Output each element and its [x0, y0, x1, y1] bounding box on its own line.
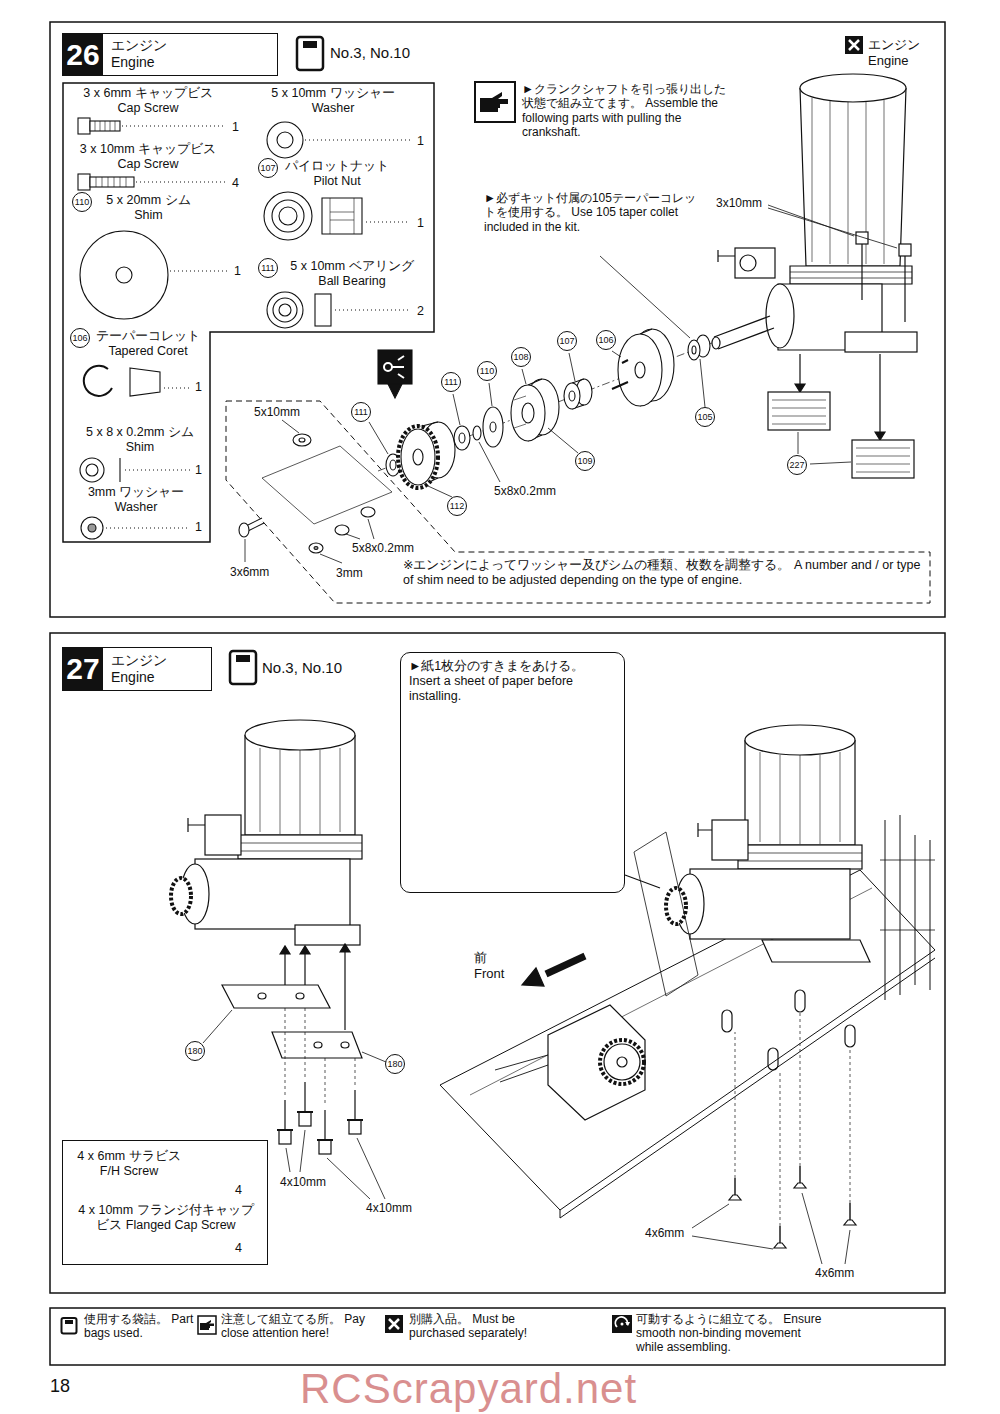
part-text: ※エンジンによってワッシャー及びシムの種類、枚数を調整する。 A number …: [403, 558, 923, 588]
part-text: 3 x 10mm キャップビス Cap Screw: [78, 142, 218, 172]
attention-note: ►必ずキット付属の105テーパーコレットを使用する。 Use 105 taper…: [484, 191, 702, 234]
quantity: 2: [415, 304, 426, 319]
callout-number: 107: [557, 331, 577, 351]
part-text: テーパーコレット Tapered Coret: [94, 329, 202, 359]
callout-number: 106: [70, 328, 90, 348]
dimension: 4x10mm: [366, 1201, 412, 1215]
part-text: 5 x 10mm ワッシャー Washer: [258, 86, 408, 116]
part-text: 5 x 8 x 0.2mm シム Shim: [76, 425, 204, 455]
quantity: 1: [193, 463, 204, 478]
quantity: 1: [232, 264, 243, 279]
bag-number: No.3, No.10: [330, 44, 410, 62]
part-text: 3mm ワッシャー Washer: [76, 485, 196, 515]
callout-number: 112: [447, 496, 467, 516]
movement-icon: [612, 1315, 632, 1333]
callout-number: 180: [385, 1054, 405, 1074]
quantity: 1: [193, 520, 204, 535]
part-text: 4 x 6mm サラビス F/H Screw: [73, 1149, 185, 1179]
quantity: 4: [230, 176, 241, 191]
legend-text: 注意して組立てる所。 Pay close attention here!: [221, 1313, 381, 1341]
part-text: ►紙1枚分のすきまをあける。 Insert a sheet of paper b…: [409, 659, 617, 704]
callout-number: 227: [787, 455, 807, 475]
legend-text: 使用する袋詰。 Part bags used.: [84, 1313, 194, 1341]
attention-icon: [475, 82, 515, 122]
parts-list: 4 x 6mm サラビス F/H Screw 4 4 x 10mm フランジ付キャッ…: [62, 1140, 268, 1265]
callout-number: 111: [441, 372, 461, 392]
callout-number: 107: [258, 158, 278, 178]
watermark: RCScrapyard.net: [300, 1368, 637, 1410]
legend-text: 可動するように組立てる。 Ensure smooth non-binding m…: [636, 1313, 826, 1354]
legend-symbol: [612, 1315, 632, 1337]
frame: [50, 22, 945, 1365]
dimension: 3x10mm: [716, 196, 762, 210]
callout-number: 110: [72, 192, 92, 212]
bag-number: No.3, No.10: [262, 659, 342, 677]
attention-note: ►クランクシャフトを引っ張り出した状態で組み立てます。 Assemble the…: [522, 82, 732, 140]
part-text: 3 x 6mm キャップビス Cap Screw: [78, 86, 218, 116]
callout-number: 109: [575, 451, 595, 471]
dimension: 4x10mm: [280, 1175, 326, 1189]
callout-box: ►紙1枚分のすきまをあける。 Insert a sheet of paper b…: [400, 652, 625, 893]
callout-number: 180: [185, 1041, 205, 1061]
engine-drawing: [712, 74, 917, 478]
dimension: 4x6mm: [645, 1226, 684, 1240]
step-number: 26: [63, 34, 103, 75]
callout-number: 111: [351, 402, 371, 422]
legend-symbol: [385, 1315, 403, 1337]
step-number: 27: [63, 648, 103, 690]
dimension: 5x8x0.2mm: [494, 484, 556, 498]
part-text: パイロットナット Pilot Nut: [282, 159, 392, 189]
legend-text: 別購入品。 Must be purchased separately!: [409, 1313, 559, 1341]
quantity: 1: [415, 134, 426, 149]
dimension: 4x6mm: [815, 1266, 854, 1280]
callout-number: 110: [477, 361, 497, 381]
callout-number: 108: [511, 347, 531, 367]
direction-label: 前 Front: [474, 950, 514, 981]
legend-symbol: [197, 1315, 217, 1339]
part-text: エンジン Engine: [111, 37, 186, 71]
quantity: 4: [233, 1183, 244, 1198]
quantity: 1: [415, 216, 426, 231]
purchase-icon: [385, 1315, 403, 1333]
outline-path: [63, 83, 434, 542]
callout-number: 105: [695, 407, 715, 427]
step-header: 26エンジン Engine: [62, 33, 278, 76]
dimension: 5x8x0.2mm: [352, 541, 414, 555]
dimension: 3x6mm: [230, 565, 269, 579]
outline-path: [226, 401, 930, 603]
legend-symbol: [60, 1315, 78, 1339]
bag-icon: [60, 1315, 78, 1335]
callout-number: 106: [596, 330, 616, 350]
parts-list: 3 x 6mm キャップビス Cap Screw 1 3 x 10mm キャップビス…: [62, 82, 435, 543]
adjustment-note-region: ※エンジンによってワッシャー及びシムの種類、枚数を調整する。 A number …: [225, 400, 932, 605]
attention-icon: [197, 1315, 217, 1335]
exploded-parts: [239, 256, 712, 563]
callout-number: 111: [258, 258, 278, 278]
part-text: 4 x 10mm フランジ付キャップビス Flanged Cap Screw: [73, 1203, 259, 1233]
dimension: 3mm: [336, 566, 363, 580]
purchase-note: エンジン Engine: [868, 37, 930, 68]
quantity: 1: [230, 120, 241, 135]
quantity: 1: [193, 380, 204, 395]
page-number: 18: [50, 1376, 70, 1398]
step-header: 27エンジン Engine: [62, 647, 212, 691]
bag-icon: [230, 37, 323, 684]
dimension: 5x10mm: [254, 405, 300, 419]
purchase-icon: [845, 36, 863, 54]
part-text: エンジン Engine: [111, 652, 186, 686]
part-text: 5 x 10mm ベアリング Ball Bearing: [282, 259, 422, 289]
quantity: 4: [233, 1241, 244, 1256]
part-text: 5 x 20mm シム Shim: [96, 193, 201, 223]
